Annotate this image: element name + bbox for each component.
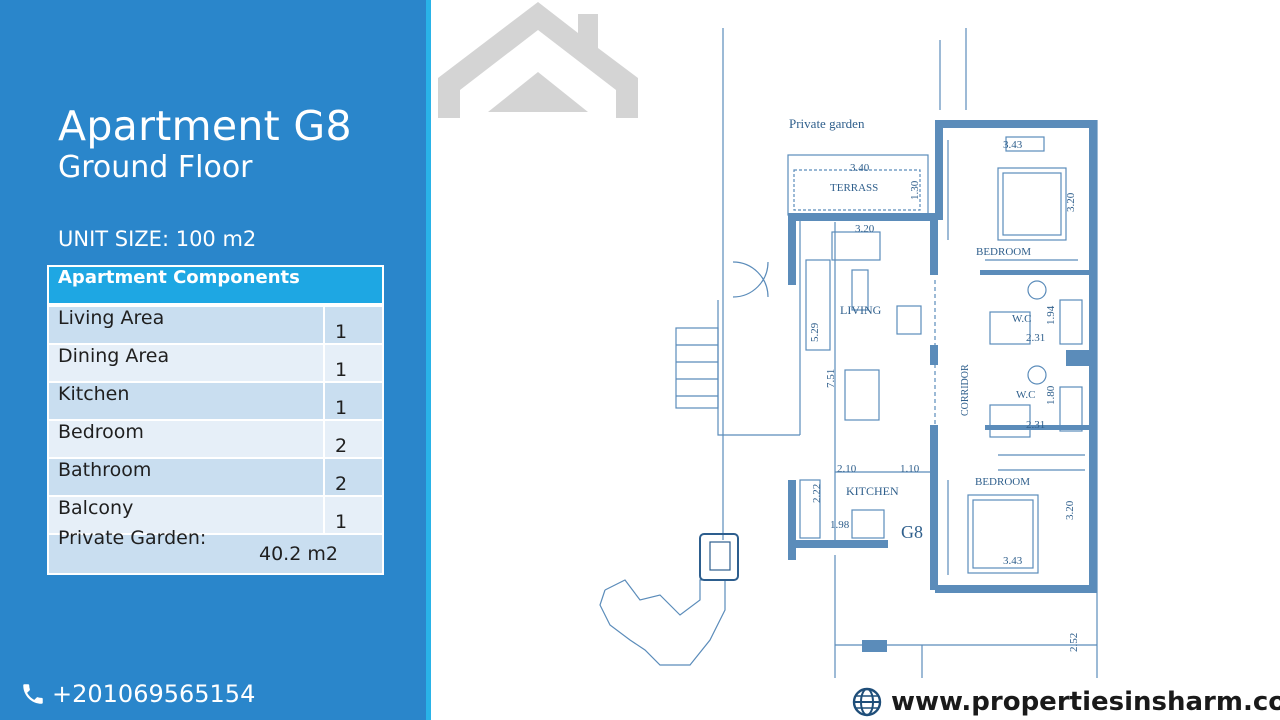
component-name: Kitchen [49, 383, 325, 419]
plan-dim-kitchen-w1: 2.10 [837, 463, 857, 475]
plan-dim-total-depth: 7.51 [825, 369, 837, 388]
house-logo [438, 2, 638, 118]
plan-dim-outside: 2.52 [1068, 633, 1080, 652]
component-name: Bedroom [49, 421, 325, 457]
plan-dim-living-width: 3.20 [855, 223, 875, 235]
table-row: Dining Area 1 [49, 343, 382, 381]
panel-accent-stripe [426, 0, 431, 720]
plan-dim-wc2-width: 2.31 [1026, 419, 1045, 431]
table-row: Kitchen 1 [49, 381, 382, 419]
plan-dim-kitchen-depth: 2.22 [811, 484, 823, 503]
plan-dim-bedroom1-depth: 3.20 [1065, 192, 1077, 212]
plan-label-living: LIVING [840, 303, 882, 317]
component-count: 2 [335, 435, 348, 457]
plan-dim-terrace-depth: 1.30 [909, 180, 921, 200]
plan-dim-bedroom2-depth: 3.20 [1064, 500, 1076, 520]
plan-dim-kitchen-w3: 1.98 [830, 519, 850, 531]
globe-icon [852, 687, 882, 717]
phone-number: +201069565154 [52, 680, 256, 708]
plan-dim-wc2-depth: 1.80 [1045, 385, 1057, 405]
phone-contact[interactable]: +201069565154 [20, 680, 255, 708]
component-count: 2 [335, 473, 348, 495]
table-row: Bathroom 2 [49, 457, 382, 495]
floor-subtitle: Ground Floor [58, 150, 253, 185]
plan-label-wc2: W.C [1016, 389, 1035, 401]
component-count: 1 [335, 397, 348, 419]
plan-label-private-garden: Private garden [789, 116, 865, 131]
component-count: 1 [335, 359, 348, 381]
component-count: 1 [335, 511, 348, 533]
plan-dim-kitchen-w2: 1.10 [900, 463, 920, 475]
plan-label-bedroom2: BEDROOM [975, 476, 1030, 488]
component-name: Living Area [49, 307, 325, 343]
components-table: Apartment Components Living Area 1 Dinin… [47, 265, 384, 575]
plan-dim-wc1-width: 2.31 [1026, 332, 1045, 344]
floor-plan: Private garden TERRASS 3.40 1.30 3.20 LI… [599, 28, 1098, 678]
plan-label-terrace: TERRASS [830, 182, 878, 194]
component-name: Dining Area [49, 345, 325, 381]
components-table-header: Apartment Components [49, 267, 382, 305]
website-link[interactable]: www.propertiesinsharm.com [851, 686, 1280, 718]
private-garden-row: Private Garden: 40.2 m2 [49, 527, 382, 573]
component-name: Balcony [49, 497, 325, 533]
plan-dim-bedroom2-width: 3.43 [1003, 555, 1023, 567]
apartment-title: Apartment G8 [58, 102, 352, 150]
table-row: Bedroom 2 [49, 419, 382, 457]
component-count: 1 [335, 321, 348, 343]
plan-dim-terrace-width: 3.40 [850, 162, 870, 174]
table-row: Living Area 1 [49, 305, 382, 343]
plan-label-kitchen: KITCHEN [846, 484, 899, 498]
private-garden-label: Private Garden: [58, 527, 207, 549]
plan-label-wc1: W.C [1012, 313, 1031, 325]
plan-label-bedroom1: BEDROOM [976, 246, 1031, 258]
plan-label-unit: G8 [901, 522, 923, 542]
unit-size-label: UNIT SIZE: 100 m2 [58, 227, 257, 251]
website-url: www.propertiesinsharm.com [891, 687, 1280, 717]
plan-label-corridor: CORRIDOR [960, 364, 971, 416]
plan-dim-bedroom1-width: 3.43 [1003, 139, 1023, 151]
component-name: Bathroom [49, 459, 325, 495]
plan-dim-living-depth: 5.29 [809, 322, 821, 342]
phone-icon [23, 684, 43, 704]
table-row: Balcony 1 [49, 495, 382, 533]
private-garden-value: 40.2 m2 [259, 543, 338, 565]
plan-dim-wc1-depth: 1.94 [1045, 305, 1057, 325]
